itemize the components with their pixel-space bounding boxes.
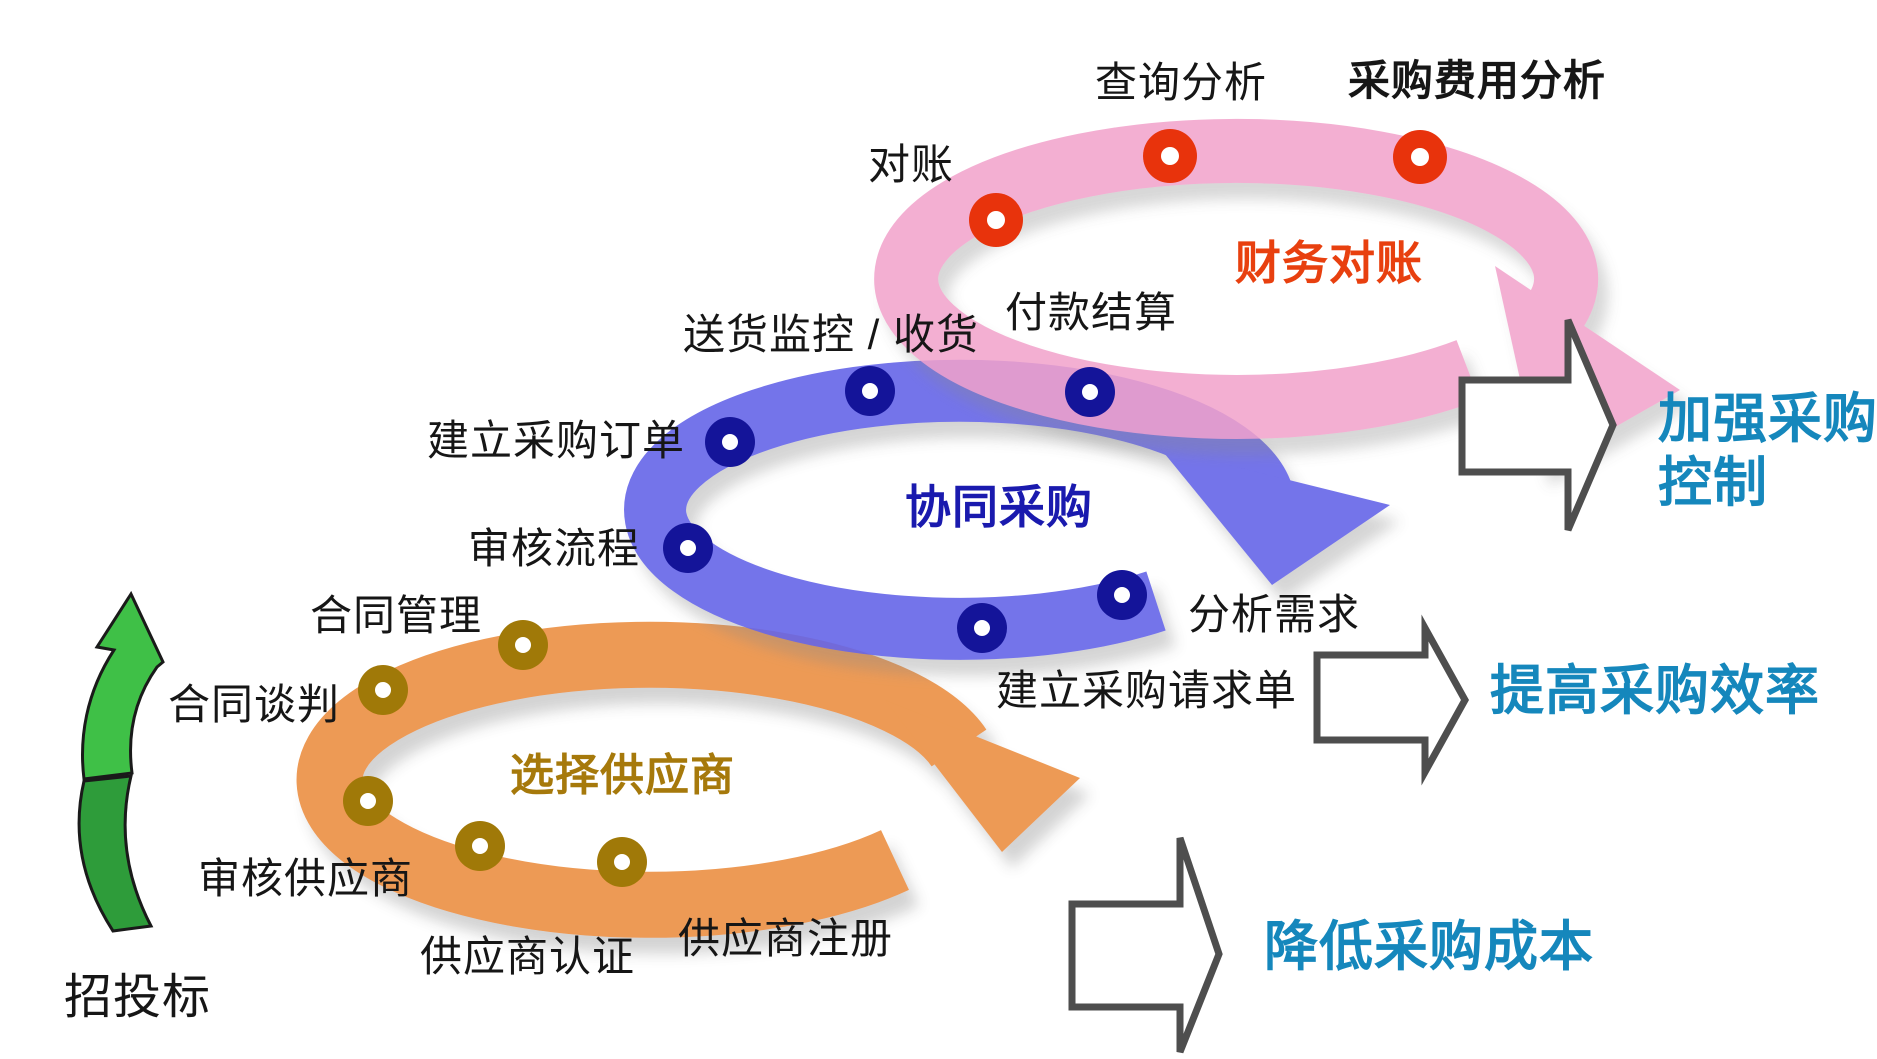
supplier-cycle-ring xyxy=(296,621,987,938)
step-dot-hole xyxy=(987,211,1005,229)
step-label-jianlicaigoudingdan: 建立采购订单 xyxy=(427,417,686,464)
bidding-curved-arrow-icon xyxy=(77,590,165,933)
benefit-arrow-icon xyxy=(1458,318,1617,532)
step-dot-hole xyxy=(722,434,738,450)
bidding-arrow-lower xyxy=(77,774,154,933)
step-label-hetongtanpan: 合同谈判 xyxy=(168,681,341,728)
step-label-gongyingshangzhuce: 供应商注册 xyxy=(678,915,894,962)
supplier-step-dots xyxy=(343,620,647,887)
finance-cycle-ring xyxy=(874,118,1599,439)
step-dot-hole xyxy=(515,637,531,653)
step-dot-hole xyxy=(1161,147,1179,165)
benefit-line: 控制 xyxy=(1658,452,1768,513)
benefit-line: 提高采购效率 xyxy=(1490,661,1820,721)
supplier-cycle xyxy=(296,621,1080,938)
finance-step-dots xyxy=(969,129,1447,247)
benefit-strengthen-control: 加强采购 控制 xyxy=(1658,388,1877,515)
step-dot-hole xyxy=(614,854,630,870)
benefit-line: 降低采购成本 xyxy=(1264,917,1594,977)
step-label-gongyingshangrenzheng: 供应商认证 xyxy=(420,933,636,980)
benefit-arrows xyxy=(1068,318,1617,1054)
step-label-duizhang: 对账 xyxy=(868,141,955,188)
step-label-hetongguanli: 合同管理 xyxy=(310,592,483,639)
step-dot-hole xyxy=(360,793,376,809)
step-label-fenxixuqiu: 分析需求 xyxy=(1188,591,1361,638)
collab-cycle-title: 协同采购 xyxy=(905,481,1093,533)
step-dot-hole xyxy=(862,383,878,399)
step-dot-hole xyxy=(1082,384,1098,400)
benefit-arrow-icon xyxy=(1068,836,1223,1054)
step-dot-hole xyxy=(472,838,488,854)
step-label-caigoufeiyongfenxi: 采购费用分析 xyxy=(1348,57,1607,104)
collab-cycle-arrowhead-icon xyxy=(1160,448,1390,585)
supplier-cycle-title: 选择供应商 xyxy=(510,751,735,800)
benefit-line: 加强采购 xyxy=(1658,389,1877,449)
benefit-reduce-cost: 降低采购成本 xyxy=(1264,916,1594,980)
step-dot-hole xyxy=(974,620,990,636)
step-label-songhuojiankong: 送货监控 / 收货 xyxy=(683,311,980,358)
step-dot-hole xyxy=(375,682,391,698)
step-label-shenheliucheng: 审核流程 xyxy=(468,525,641,572)
step-label-fukuanjiesuan: 付款结算 xyxy=(1005,289,1178,336)
collab-step-dots xyxy=(663,366,1147,653)
finance-cycle-title: 财务对账 xyxy=(1235,237,1423,289)
step-label-jianlicaigouqingqiudan: 建立采购请求单 xyxy=(996,667,1298,714)
step-dot-hole xyxy=(1114,587,1130,603)
benefit-arrow-icon xyxy=(1313,614,1470,786)
bidding-label: 招投标 xyxy=(64,971,212,1024)
step-dot-hole xyxy=(680,540,696,556)
step-dot-hole xyxy=(1411,148,1429,166)
bidding-arrow-upper xyxy=(81,590,165,781)
supplier-cycle-arrowhead-icon xyxy=(885,700,1080,852)
benefit-improve-efficiency: 提高采购效率 xyxy=(1490,660,1820,724)
step-label-chaxunfenxi: 查询分析 xyxy=(1095,59,1268,106)
step-label-shenhegongyingshang: 审核供应商 xyxy=(198,855,414,902)
